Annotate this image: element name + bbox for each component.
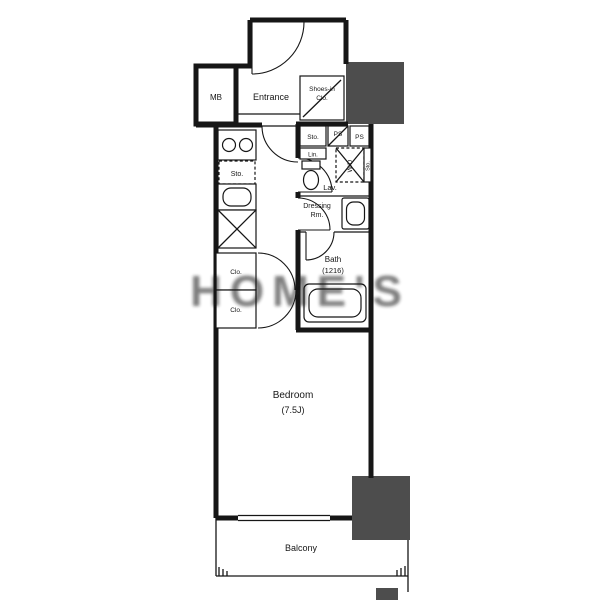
stove-burner-right [238, 137, 254, 153]
label-bath-1: Bath [325, 255, 341, 264]
ps-box-b [349, 125, 370, 147]
label-storage-right: Sto. [366, 161, 372, 171]
bathtub-inner [308, 288, 362, 318]
closets: Clo. Clo. [215, 252, 257, 329]
washer-dryer-cross [335, 147, 365, 183]
kitchen-storage-box [218, 160, 256, 185]
label-entrance: Entrance [253, 92, 289, 102]
label-washer-dryer: W/D [347, 159, 354, 172]
label-closet-upper: Clo. [230, 269, 242, 276]
label-dressing-1: Dressing [303, 203, 331, 210]
label-lavatory: Lav. [323, 183, 337, 192]
label-bath-2: (1216) [322, 266, 344, 275]
closet-lower-box [215, 289, 257, 329]
structural-column-top-right [346, 62, 404, 124]
label-ps-b: PS [355, 134, 364, 141]
label-closet-lower: Clo. [230, 307, 242, 314]
room-lavatory: Lav. W/D Sto. [301, 147, 372, 192]
kitchen-area: Sto. [217, 129, 257, 249]
room-bath: Bath (1216) [303, 255, 367, 323]
room-balcony: Balcony [285, 543, 318, 553]
label-mb: MB [210, 93, 222, 102]
label-kitchen-storage: Sto. [231, 171, 244, 178]
label-bedroom-1: Bedroom [273, 390, 314, 401]
sink-basin [222, 187, 252, 207]
ps-diagonal [327, 125, 349, 147]
structural-pier-bottom [376, 588, 398, 600]
label-hall-storage: Sto. [307, 134, 319, 141]
partitions-and-balcony [215, 113, 409, 592]
mb-box [193, 63, 239, 127]
label-shoes-closet-1: Shoes-in [309, 86, 335, 93]
label-balcony: Balcony [285, 543, 318, 553]
hall-storage-box [299, 125, 327, 147]
toilet-tank [301, 160, 321, 170]
balcony-railing-ticks [218, 566, 406, 576]
label-ps-a: PS [334, 131, 343, 138]
structural-column-bottom-right [352, 476, 410, 540]
linen-box [299, 147, 327, 160]
watermark-text: HOME'S [190, 267, 410, 316]
door-swings [251, 21, 335, 329]
label-linen: Lin. [308, 153, 318, 159]
vanity-basin [345, 201, 366, 226]
room-entrance: Entrance [253, 92, 289, 102]
label-shoes-closet-2: Clo. [316, 95, 328, 102]
hall-storage-and-shafts: Sto. PS PS Lin. [299, 125, 370, 160]
stove-burner-left [221, 137, 237, 153]
label-dressing-2: Rm. [311, 212, 324, 219]
refrigerator-cross [217, 209, 257, 249]
storage-right-strip [363, 147, 372, 183]
label-bedroom-2: (7.5J) [281, 405, 304, 415]
room-mb: MB [193, 63, 239, 127]
room-shoes-closet: Shoes-in Clo. [299, 75, 345, 121]
closet-upper-box [215, 252, 257, 291]
room-dressing: Dressing Rm. [303, 197, 370, 230]
shoes-closet-door-line [302, 79, 342, 118]
room-bedroom: Bedroom (7.5J) [273, 390, 314, 415]
toilet-bowl [302, 169, 320, 191]
